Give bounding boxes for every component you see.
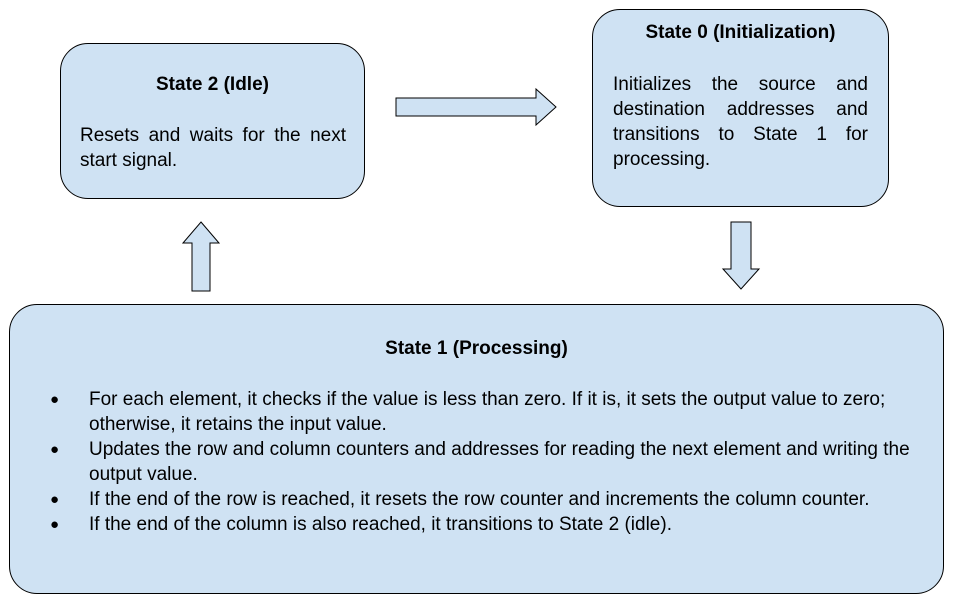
list-item-text: If the end of the row is reached, it res… [89, 489, 870, 510]
processing-steps-list: ● For each element, it checks if the val… [50, 387, 917, 537]
list-item: ● Updates the row and column counters an… [50, 437, 917, 487]
list-item: ● For each element, it checks if the val… [50, 387, 917, 437]
list-item-text: For each element, it checks if the value… [89, 389, 886, 435]
state-2-idle-box: State 2 (Idle) Resets and waits for the … [60, 43, 365, 199]
list-item: ● If the end of the row is reached, it r… [50, 487, 917, 512]
list-item-text: If the end of the column is also reached… [89, 514, 672, 535]
bullet-icon: ● [50, 391, 60, 408]
up-arrow-icon [181, 221, 221, 292]
state-0-initialization-box: State 0 (Initialization) Initializes the… [592, 9, 889, 207]
list-item-text: Updates the row and column counters and … [89, 439, 910, 485]
state-0-description: Initializes the source and destination a… [613, 74, 868, 170]
state-1-processing-box: State 1 (Processing) ● For each element,… [9, 304, 944, 594]
bullet-icon: ● [50, 516, 60, 533]
bullet-icon: ● [50, 491, 60, 508]
down-arrow-icon [721, 221, 761, 290]
bullet-icon: ● [50, 441, 60, 458]
list-item: ● If the end of the column is also reach… [50, 512, 917, 537]
state-0-title: State 0 (Initialization) [645, 22, 836, 43]
state-2-title: State 2 (Idle) [156, 74, 269, 95]
state-2-description: Resets and waits for the next start sign… [80, 125, 346, 171]
right-arrow-icon [395, 87, 557, 127]
state-1-title: State 1 (Processing) [385, 338, 568, 359]
